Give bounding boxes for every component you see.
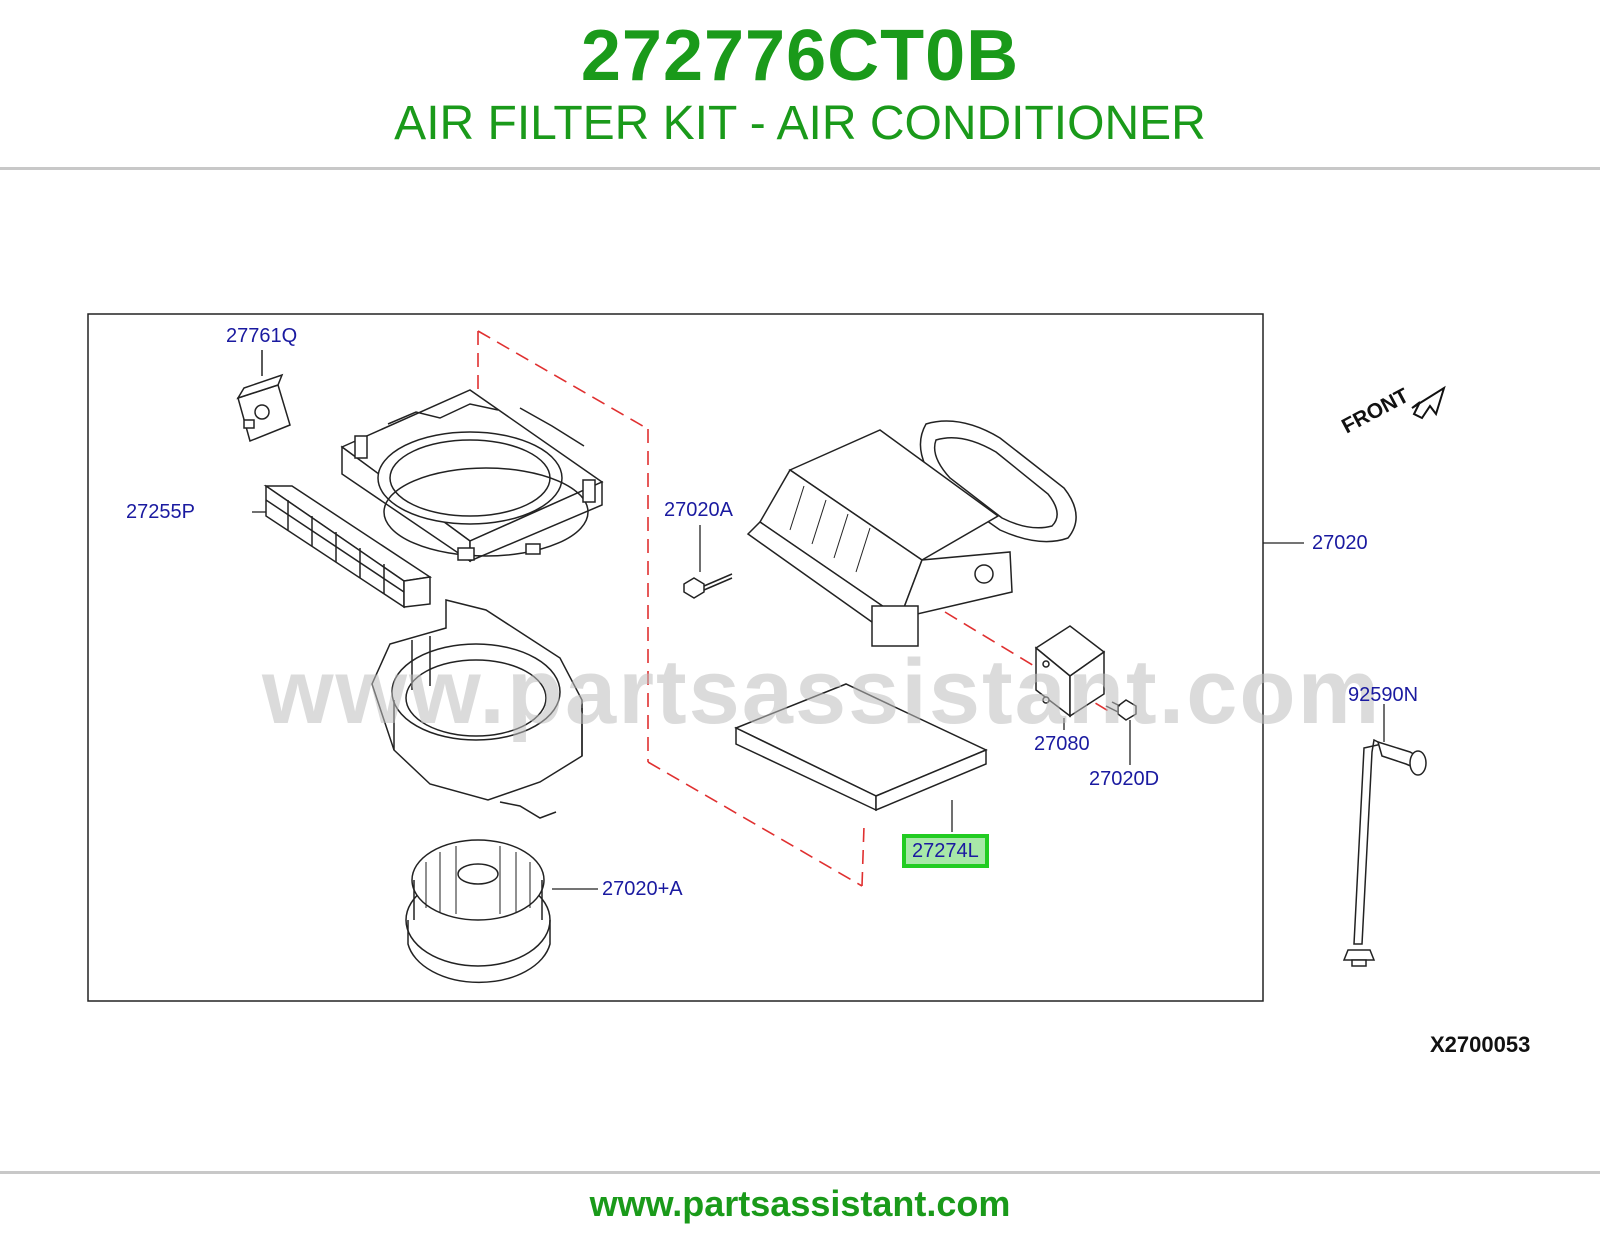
header-divider [0,167,1600,170]
screw-27020a[interactable] [683,573,733,599]
upper-blower-case[interactable] [340,389,604,563]
callout-27020[interactable]: 27020 [1312,532,1368,554]
drain-tube-92590n[interactable] [1342,738,1427,967]
grille-27255p[interactable] [263,484,433,609]
callout-27020plusa[interactable]: 27020+A [602,878,683,900]
callout-92590n[interactable]: 92590N [1348,684,1419,706]
callout-27255p[interactable]: 27255P [126,501,195,523]
callout-27020a[interactable]: 27020A [664,499,733,521]
callout-27080[interactable]: 27080 [1034,733,1090,755]
heater-unit-27020[interactable] [746,420,1077,647]
callout-27761q[interactable]: 27761Q [226,325,298,347]
callout-27274l-highlighted[interactable]: 27274L [902,834,989,868]
part-name-subtitle: AIR FILTER KIT - AIR CONDITIONER [394,97,1206,150]
leader-lines [252,511,1385,890]
air-filter-27274l[interactable] [734,683,988,812]
front-arrow-icon [1411,385,1446,420]
assembly-dash-outline [477,330,1111,887]
diagram-frame [87,313,1264,1002]
footer-url-link[interactable]: www.partsassistant.com [589,1183,1011,1224]
watermark-text: www.partsassistant.com [262,641,1382,743]
blower-scroll-housing[interactable] [371,599,583,819]
footer-divider [0,1171,1600,1174]
blower-motor-27020plusa[interactable] [405,839,551,984]
part-number-title: 272776CT0B [580,16,1020,96]
screw-27020d[interactable] [1105,699,1137,721]
diagram-code: X2700053 [1430,1032,1531,1057]
module-27080[interactable] [1034,625,1106,718]
callout-27020d[interactable]: 27020D [1089,768,1160,790]
actuator-27761q[interactable] [236,350,291,443]
